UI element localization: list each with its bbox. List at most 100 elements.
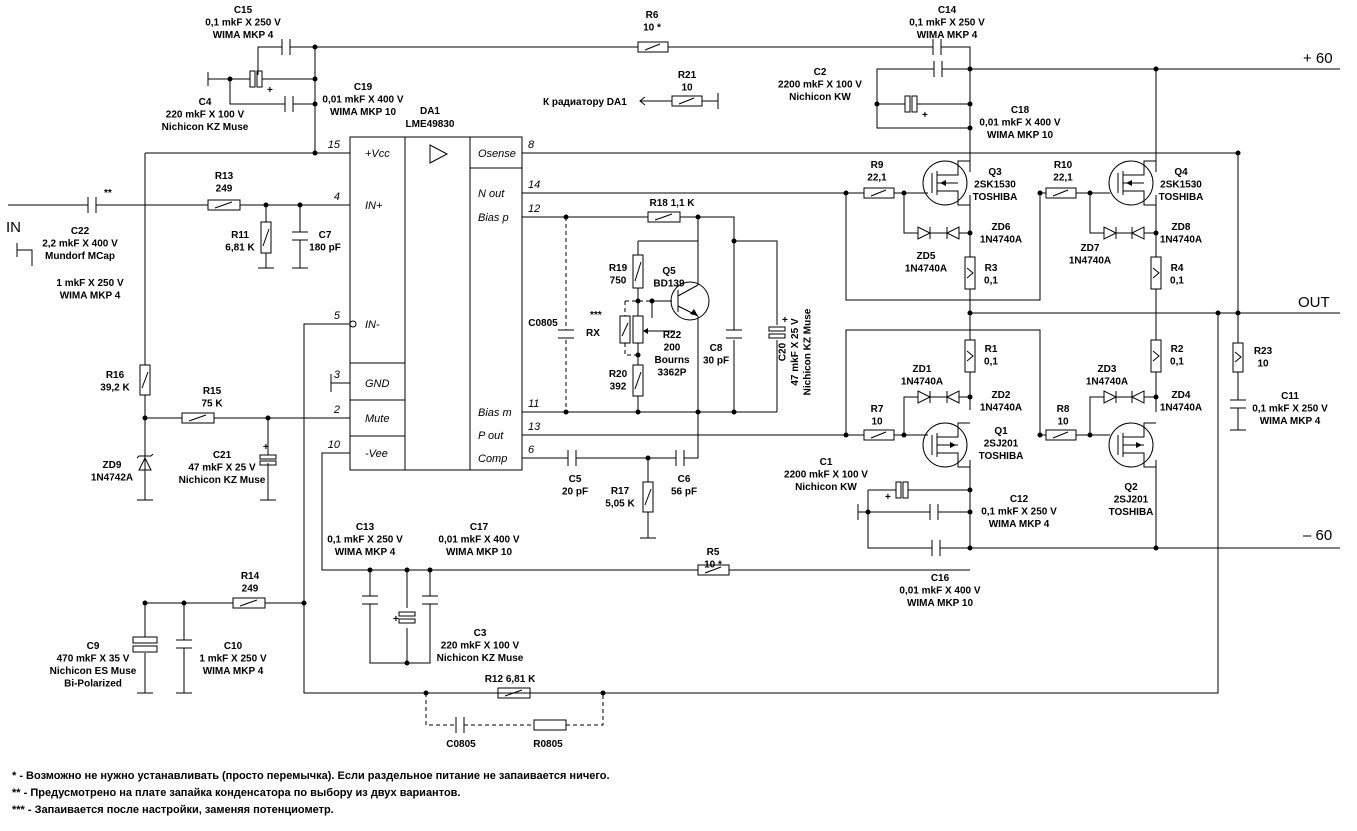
label-rx: RX: [586, 328, 600, 339]
label-c22b-line: WIMA MKP 4: [60, 291, 121, 302]
label-r22-line: 200: [664, 343, 681, 354]
mark-rx-star: ***: [590, 310, 602, 321]
mosfet-q2: [1108, 422, 1156, 468]
label-c18-line: WIMA MKP 10: [987, 130, 1054, 141]
pin-name-13: P out: [478, 430, 504, 442]
label-r15-line: 75 K: [201, 399, 223, 410]
label-c22-line: C22: [71, 226, 90, 237]
capacitor-c17: [422, 595, 438, 605]
label-c15-line: WIMA MKP 4: [213, 30, 274, 41]
resistor-r22: [632, 315, 652, 344]
zener-zd5-zd6: [917, 226, 960, 240]
pin-name-10: -Vee: [365, 448, 388, 460]
label-r1-line: R1: [985, 344, 998, 355]
pin-number-3: 3: [334, 369, 341, 381]
capacitor-c4: [249, 70, 263, 88]
label-zd9-line: 1N4742A: [91, 473, 133, 484]
label-c17-line: WIMA MKP 10: [446, 547, 513, 558]
label-c3-line: Nichicon KZ Muse: [437, 653, 524, 664]
label-zd3-line: 1N4740A: [1086, 377, 1128, 388]
mosfet-q1: [922, 422, 970, 468]
capacitor-c11: [1230, 399, 1246, 409]
label-q2-line: Q2: [1124, 482, 1138, 493]
label-c1-line: C1: [820, 457, 833, 468]
chip-da1: DA1 LME49830: [349, 106, 523, 471]
label-r5-line: 10 *: [704, 560, 722, 571]
label-c0805a-line: C0805: [528, 318, 558, 329]
pin-number-2: 2: [333, 404, 340, 416]
label-c2-line: Nichicon KW: [789, 92, 851, 103]
rail-pos-label: + 60: [1303, 50, 1333, 67]
label-c13-line: C13: [356, 522, 375, 533]
label-q3-line: 2SK1530: [974, 180, 1016, 191]
pin-number-6: 6: [528, 444, 535, 456]
resistor-r14: [232, 597, 266, 609]
resistor-r15: [181, 412, 215, 424]
label-c5-line: C5: [569, 474, 582, 485]
resistor-r2: [1150, 339, 1162, 373]
label-q2-line: TOSHIBA: [1109, 507, 1154, 518]
resistor-r1: [964, 339, 976, 373]
resistor-r23: [1232, 342, 1244, 373]
resistor-r8: [1045, 429, 1077, 441]
mark-c22-star: **: [104, 188, 112, 199]
label-q4-line: Q4: [1174, 167, 1188, 178]
label-r8-line: 10: [1057, 417, 1069, 428]
label-zd8-line: 1N4740A: [1160, 235, 1202, 246]
capacitor-c10: [176, 639, 192, 649]
label-r10: R10 22,1: [1053, 160, 1073, 184]
pin-number-10: 10: [328, 439, 341, 451]
label-c22b-line: 1 mkF X 250 V: [56, 278, 124, 289]
capacitor-c6: [675, 450, 685, 466]
label-r23-line: 10: [1257, 359, 1269, 370]
label-c14-line: C14: [938, 5, 957, 16]
label-c22-line: Mundorf MCap: [45, 251, 115, 262]
label-r11-line: 6,81 K: [225, 243, 255, 254]
label-c1-line: 2200 mkF X 100 V: [784, 470, 868, 481]
label-c19-line: 0,01 mkF X 400 V: [322, 95, 403, 106]
resistor-r6: [637, 41, 669, 53]
label-c13-line: 0,1 mkF X 250 V: [327, 535, 403, 546]
label-c19-line: C19: [354, 82, 373, 93]
pin-number-13: 13: [528, 421, 541, 433]
label-r21-line: R21: [678, 70, 697, 81]
resistor-r9: [863, 187, 895, 199]
bjt-q5: [670, 281, 710, 321]
resistor-r12: [497, 687, 531, 699]
pin-name-8: Osense: [478, 148, 516, 160]
label-c20-line: 47 mkF X 25 V: [790, 318, 801, 386]
pin-name-4: IN+: [365, 200, 383, 212]
mark-c1-plus: +: [885, 492, 891, 503]
resistor-r4: [1150, 256, 1162, 290]
label-r10-line: 22,1: [1053, 173, 1073, 184]
label-r22-line: 3362P: [658, 368, 687, 379]
label-r12: R12 6,81 K: [485, 674, 536, 685]
label-c22-line: 2,2 mkF X 400 V: [42, 239, 118, 250]
components: [16, 39, 1246, 733]
label-c3-line: C3: [474, 628, 487, 639]
label-q5-line: Q5: [662, 266, 676, 277]
label-r10-line: R10: [1054, 160, 1073, 171]
label-c15-line: 0,1 mkF X 250 V: [205, 18, 281, 29]
label-r4-line: 0,1: [1170, 276, 1184, 287]
label-c15-line: C15: [234, 5, 253, 16]
label-r15-line: R15: [203, 386, 222, 397]
label-r4: R40,1: [1170, 263, 1184, 287]
